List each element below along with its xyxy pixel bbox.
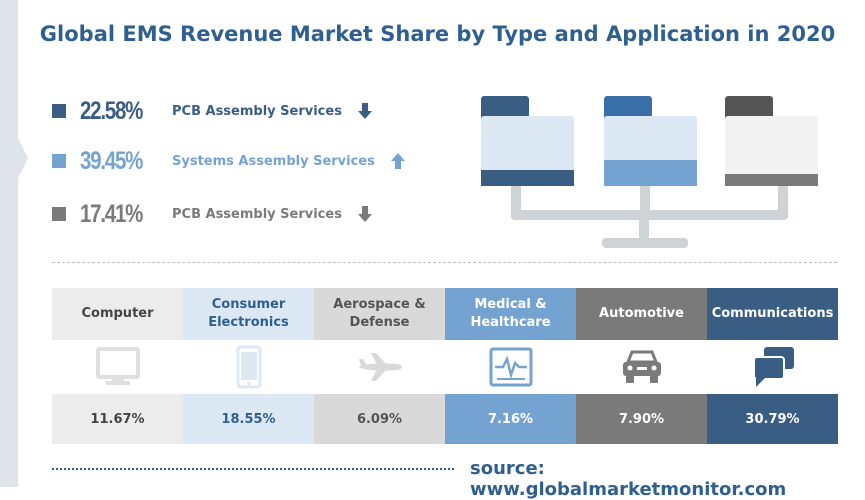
icon-cell [707, 340, 838, 394]
table-value-row: 11.67% 18.55% 6.09% 7.16% 7.90% 30.79% [52, 394, 838, 444]
footer-divider [52, 468, 454, 470]
value-cell: 6.09% [314, 394, 445, 444]
header-cell: Computer [52, 288, 183, 340]
type-stat-row: 22.58% PCB Assembly Services [52, 96, 372, 126]
section-divider [52, 262, 837, 263]
type-value: 39.45% [80, 146, 143, 175]
type-label: Systems Assembly Services [172, 153, 375, 169]
legend-square [52, 154, 66, 168]
header-cell: Automotive [576, 288, 707, 340]
value-cell: 18.55% [183, 394, 314, 444]
arrow-down-icon [357, 103, 372, 119]
value-cell: 7.16% [445, 394, 576, 444]
header-cell: Aerospace &Defense [314, 288, 445, 340]
arrow-up-icon [390, 153, 405, 169]
monitor-icon [95, 347, 140, 385]
legend-square [52, 207, 66, 221]
icon-cell [183, 340, 314, 394]
icon-cell [314, 340, 445, 394]
type-stat-row: 39.45% Systems Assembly Services [52, 146, 405, 176]
car-icon [622, 350, 661, 383]
page-title: Global EMS Revenue Market Share by Type … [39, 22, 836, 46]
table-icon-row [52, 340, 838, 394]
icon-cell [576, 340, 707, 394]
type-label: PCB Assembly Services [172, 206, 342, 222]
source-text: source: www.globalmarketmonitor.com [470, 458, 787, 500]
type-stat-row: 17.41% PCB Assembly Services [52, 199, 372, 229]
header-cell: Communications [707, 288, 838, 340]
icon-cell [52, 340, 183, 394]
side-accent-notch [18, 138, 28, 178]
legend-square [52, 104, 66, 118]
type-label: PCB Assembly Services [172, 103, 342, 119]
smartphone-icon [236, 345, 261, 389]
side-accent-strip [0, 0, 18, 487]
icon-cell [445, 340, 576, 394]
heart-monitor-icon [489, 347, 532, 387]
header-cell: Medical &Healthcare [445, 288, 576, 340]
value-cell: 30.79% [707, 394, 838, 444]
chat-bubbles-icon [752, 347, 794, 387]
type-value: 22.58% [80, 96, 143, 125]
arrow-down-icon [357, 206, 372, 222]
folders-network-illustration [481, 96, 818, 248]
value-cell: 11.67% [52, 394, 183, 444]
value-cell: 7.90% [576, 394, 707, 444]
type-value: 17.41% [80, 199, 143, 228]
airplane-icon [358, 353, 402, 381]
